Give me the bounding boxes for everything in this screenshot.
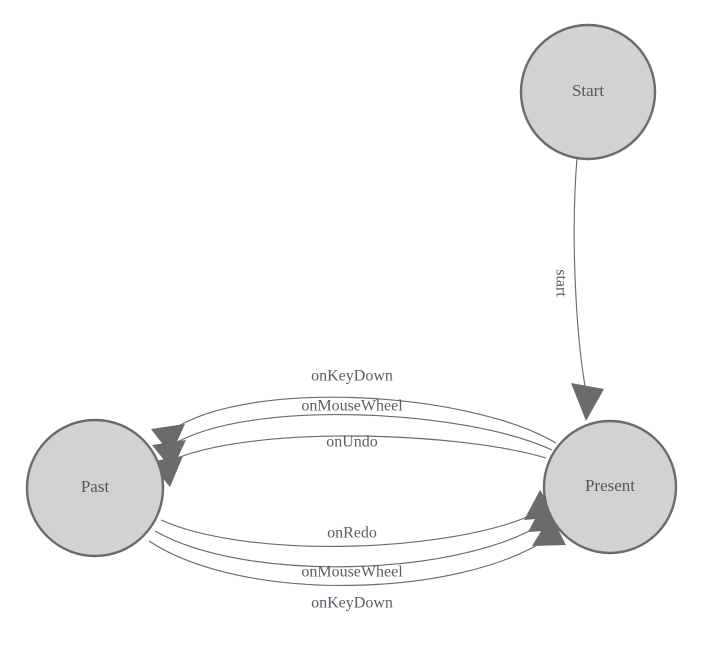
edge-present-to-past-onmousewheel[interactable]: onMouseWheel (152, 398, 553, 470)
edge-present-to-past-onundo-label: onUndo (326, 434, 378, 451)
node-present-circle[interactable] (542, 419, 678, 555)
edge-present-to-past-onmousewheel-arrowhead (152, 440, 186, 470)
edge-present-to-past-onkeydown[interactable]: onKeyDown (151, 368, 557, 455)
edge-present-to-past-onundo-path (167, 435, 547, 463)
edge-past-to-present-onmousewheel-label: onMouseWheel (301, 564, 403, 581)
edge-past-to-present-onkeydown-arrowhead (532, 515, 566, 546)
edge-past-to-present-onredo-path (160, 512, 537, 547)
edge-past-to-present-onredo[interactable]: onRedo (160, 490, 558, 547)
node-past[interactable]: Past (25, 418, 165, 558)
edge-start-to-present-path (573, 157, 587, 393)
edge-layer: start onKeyDown onMouseWheel onUndo (148, 157, 604, 612)
edge-present-to-past-onkeydown-arrowhead (151, 424, 185, 455)
edge-past-to-present-onmousewheel-path (154, 524, 541, 568)
edge-present-to-past-onkeydown-path (171, 396, 557, 444)
edge-present-to-past-onmousewheel-path (171, 414, 553, 451)
edge-past-to-present-onredo-label: onRedo (327, 525, 377, 542)
node-layer: Start Present Past (25, 23, 678, 558)
edge-past-to-present-onkeydown[interactable]: onKeyDown (148, 515, 566, 612)
edge-past-to-present-onkeydown-path (148, 538, 548, 587)
edge-present-to-past-onkeydown-label: onKeyDown (311, 368, 393, 385)
node-past-label: Past (81, 477, 110, 496)
edge-start-to-present-arrowhead (571, 383, 604, 421)
node-present[interactable]: Present (542, 419, 678, 555)
node-present-label: Present (585, 476, 635, 495)
edge-start-to-present-label: start (552, 269, 569, 297)
edge-present-to-past-onmousewheel-label: onMouseWheel (301, 398, 403, 415)
edge-past-to-present-onkeydown-label: onKeyDown (311, 595, 393, 612)
edge-start-to-present[interactable]: start (552, 157, 604, 421)
node-start-circle[interactable] (519, 23, 657, 161)
edge-present-to-past-onundo[interactable]: onUndo (149, 434, 547, 487)
node-start-label: Start (572, 81, 604, 100)
node-start[interactable]: Start (519, 23, 657, 161)
node-past-circle[interactable] (25, 418, 165, 558)
